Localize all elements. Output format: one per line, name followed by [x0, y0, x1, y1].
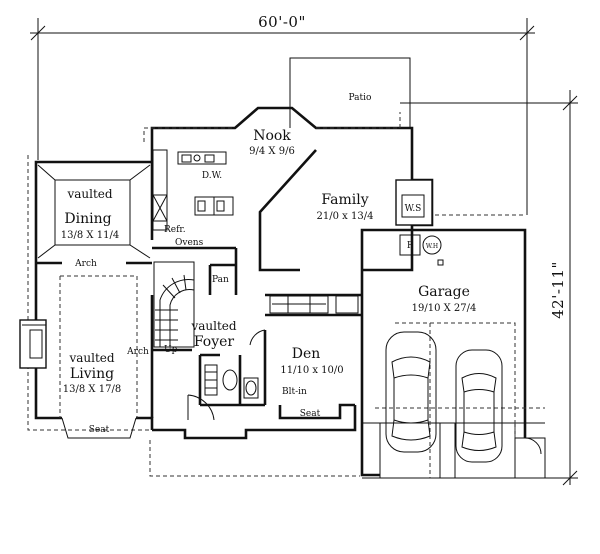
- family-size: 21/0 x 13/4: [317, 211, 374, 222]
- nook-name: Nook: [253, 128, 291, 144]
- staircase: Up: [153, 261, 195, 355]
- depth-dimension: 42'-11": [400, 90, 578, 486]
- seat-living-label: Seat: [89, 425, 110, 435]
- wood-stove: [395, 179, 433, 226]
- built-in-label: Blt-in: [282, 387, 307, 397]
- pantry-label: Pan: [212, 275, 229, 285]
- foyer-name: Foyer: [194, 334, 235, 350]
- garage-name: Garage: [418, 284, 470, 300]
- family-name: Family: [321, 192, 368, 208]
- car-icon: [385, 331, 437, 453]
- arch-living-label: Arch: [126, 347, 149, 357]
- refrigerator-label: Refr.: [164, 225, 186, 235]
- patio: Patio: [289, 57, 411, 128]
- dining-name: Dining: [64, 211, 111, 227]
- ovens-label: Ovens: [175, 238, 204, 248]
- interior-walls: [36, 149, 362, 418]
- living-size: 13/8 X 17/8: [63, 384, 121, 395]
- foyer: vaulted Foyer: [187, 319, 266, 421]
- family-room: Family 21/0 x 13/4 W.S F W.H: [317, 179, 444, 266]
- patio-label: Patio: [349, 93, 372, 103]
- dining-room: vaulted Dining 13/8 X 11/4 Arch: [37, 164, 151, 269]
- furnace-label: F: [407, 241, 413, 251]
- kitchen-fixtures: D.W. Refr. Ovens Pan: [152, 149, 234, 285]
- garage-size: 19/10 X 27/4: [412, 303, 477, 314]
- built-in-cabinet: [269, 295, 359, 314]
- car-icon: [455, 349, 503, 463]
- foyer-prefix: vaulted: [190, 319, 236, 333]
- living-name: Living: [70, 366, 114, 382]
- living-room: vaulted Living 13/8 X 17/8 Arch Seat: [19, 319, 149, 439]
- stair-up-label: Up: [164, 345, 178, 355]
- depth-dimension-label: 42'-11": [549, 261, 567, 319]
- powder-room: [204, 364, 259, 399]
- nook-size: 9/4 X 9/6: [249, 146, 295, 157]
- roof-outline: [27, 112, 545, 478]
- kitchen-counter: [152, 149, 168, 231]
- width-dimension: 60'-0": [30, 13, 535, 215]
- garage: Garage 19/10 X 27/4: [385, 284, 546, 479]
- arch-dining-label: Arch: [74, 259, 97, 269]
- furnace: [399, 234, 421, 256]
- den-door-swing: [249, 329, 266, 346]
- wood-stove-label: W.S: [405, 204, 422, 214]
- water-heater-label: W.H: [426, 243, 438, 250]
- den-size: 11/10 x 10/0: [280, 365, 343, 376]
- living-prefix: vaulted: [68, 351, 114, 365]
- seat-den-label: Seat: [300, 409, 321, 419]
- nook: Nook 9/4 X 9/6: [249, 128, 295, 157]
- width-dimension-label: 60'-0": [258, 13, 306, 31]
- front-door-swing: [187, 394, 215, 421]
- garage-entry-step: [514, 437, 546, 479]
- dishwasher-label: D.W.: [202, 171, 222, 181]
- dining-size: 13/8 X 11/4: [61, 230, 119, 241]
- den-name: Den: [292, 346, 321, 362]
- dining-prefix: vaulted: [66, 187, 112, 201]
- den: Den 11/10 x 10/0 Blt-in Seat: [280, 346, 343, 419]
- water-heater: [422, 235, 442, 255]
- living-seat: [61, 417, 137, 439]
